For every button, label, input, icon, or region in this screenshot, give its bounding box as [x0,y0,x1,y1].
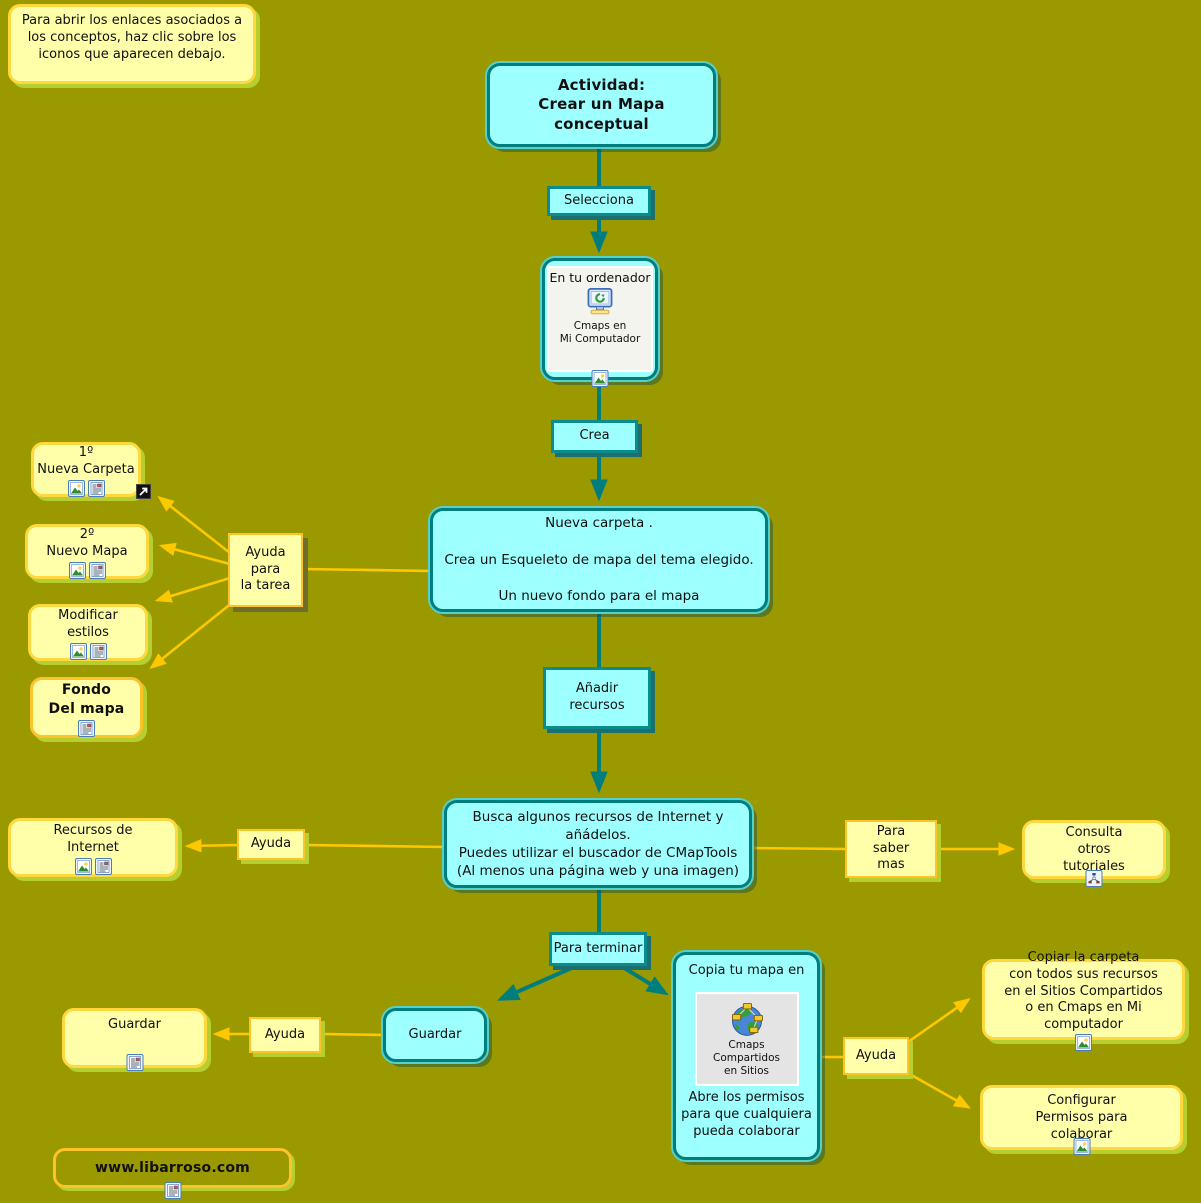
ordenador-caption: Cmaps en Mi Computador [559,320,641,346]
concept-text: Busca algunos recursos de Internet y añá… [456,808,740,880]
helper-text: Ayuda [264,1026,306,1042]
link-para-terminar: Para terminar [549,932,647,966]
concept-en-tu-ordenador: En tu ordenador Cmaps en Mi Computador [542,258,658,387]
link-label: Añadir recursos [569,681,625,713]
image-icon[interactable] [1073,1138,1090,1155]
note-nuevo-mapa: 2º Nuevo Mapa [25,524,149,580]
note-text: Copiar la carpeta con todos sus recursos… [1004,949,1163,1033]
concept-text: Guardar [408,1026,462,1042]
image-icon[interactable] [69,643,87,661]
helper-ayuda-copia: Ayuda [843,1037,909,1075]
note-configurar-permisos: Configurar Permisos para colaborar [980,1085,1183,1155]
link-label: Para terminar [553,940,643,956]
note-recursos-internet: Recursos de Internet [8,818,178,877]
image-icon[interactable] [591,370,609,387]
link-crea: Crea [551,420,638,453]
note-text: Guardar [108,1017,161,1032]
note-fondo-del-mapa: Fondo Del mapa [30,677,143,738]
note-text: Recursos de Internet [53,822,133,855]
helper-para-saber-mas: Para saber mas [845,820,937,878]
note-website: www.libarroso.com [53,1148,292,1199]
document-icon[interactable] [164,1182,181,1199]
shared-cmaps-globe-icon [731,1003,763,1037]
link-anadir-recursos: Añadir recursos [543,667,651,729]
document-icon[interactable] [78,719,95,737]
shortcut-arrow-icon[interactable] [136,484,151,499]
helper-ayuda-guardar: Ayuda [249,1017,321,1053]
document-icon[interactable] [89,643,107,661]
image-icon[interactable] [67,480,85,498]
concept-busca-recursos: Busca algunos recursos de Internet y añá… [444,800,752,888]
helper-text: Ayuda [855,1047,897,1063]
helper-ayuda-tarea: Ayuda para la tarea [228,533,303,607]
link-selecciona: Selecciona [547,186,651,216]
note-text: Configurar Permisos para colaborar [1035,1093,1128,1142]
note-nueva-carpeta: 1º Nueva Carpeta [31,442,151,499]
helper-text: Para saber mas [872,823,910,873]
link-label: Selecciona [564,192,634,208]
note-text: Consulta otros tutoriales [1063,825,1125,874]
note-consulta-tutoriales: Consulta otros tutoriales [1022,820,1166,887]
document-icon[interactable] [88,562,106,580]
image-icon[interactable] [1075,1034,1092,1052]
concept-copia-tu-mapa: Copia tu mapa en Cmaps Compartidos en Si… [673,952,820,1160]
instructions-text: Para abrir los enlaces asociados a los c… [21,13,243,62]
helper-ayuda-recursos: Ayuda [237,829,305,860]
note-guardar: Guardar [62,1008,207,1071]
ordenador-label: En tu ordenador [549,270,651,285]
website-text: www.libarroso.com [95,1159,250,1176]
note-text: 1º Nueva Carpeta [37,444,135,477]
copia-footer: Abre los permisos para que cualquiera pu… [681,1089,812,1139]
note-text: Modificar estilos [58,607,118,640]
title-text: Actividad: Crear un Mapa conceptual [538,75,665,133]
concept-nueva-carpeta: Nueva carpeta . Crea un Esqueleto de map… [430,508,768,612]
note-text: Fondo Del mapa [48,682,125,717]
image-icon[interactable] [68,562,86,580]
concept-guardar: Guardar [383,1008,487,1062]
helper-text: Ayuda [250,836,292,852]
link-label: Crea [579,428,610,444]
document-icon[interactable] [94,858,112,876]
note-modificar-estilos: Modificar estilos [28,604,148,661]
document-icon[interactable] [126,1054,143,1071]
image-icon[interactable] [74,858,92,876]
cmap-tree-icon[interactable] [1085,870,1103,887]
note-text: 2º Nuevo Mapa [46,526,128,559]
my-computer-icon [587,288,613,315]
document-icon[interactable] [87,480,105,498]
instructions-note: Para abrir los enlaces asociados a los c… [8,4,256,84]
helper-text: Ayuda para la tarea [240,544,291,594]
title-box: Actividad: Crear un Mapa conceptual [487,63,716,147]
concept-text: Nueva carpeta . Crea un Esqueleto de map… [444,515,754,605]
copia-caption: Cmaps Compartidos en Sitios [713,1039,780,1078]
note-copiar-carpeta: Copiar la carpeta con todos sus recursos… [982,950,1185,1052]
copia-label: Copia tu mapa en [688,963,805,978]
